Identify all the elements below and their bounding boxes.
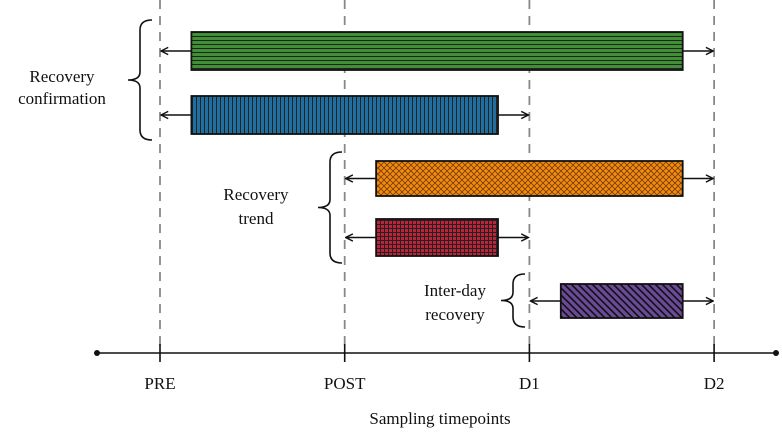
- group-label-line: trend: [239, 209, 274, 228]
- group-label-line: Inter-day: [424, 281, 486, 300]
- axis-end-dot: [773, 350, 779, 356]
- tick-label-pre: PRE: [144, 374, 175, 393]
- axis-start-dot: [94, 350, 100, 356]
- bar-grid: [375, 218, 499, 257]
- x-axis-title: Sampling timepoints: [369, 409, 510, 428]
- tick-label-d2: D2: [704, 374, 725, 393]
- bar-horizontal-lines: [190, 31, 684, 71]
- tick-label-post: POST: [324, 374, 366, 393]
- bar-vertical-lines: [190, 95, 499, 135]
- group-brace: [127, 19, 153, 141]
- bar-diagonal-lines: [559, 283, 684, 319]
- group-label-line: confirmation: [18, 89, 106, 108]
- tick-label-d1: D1: [519, 374, 540, 393]
- group-label-line: recovery: [425, 305, 485, 324]
- group-brace: [317, 151, 343, 264]
- group-label-line: Recovery: [29, 67, 95, 86]
- group-label-line: Recovery: [223, 185, 289, 204]
- bar-crosshatch: [375, 160, 684, 197]
- group-brace: [500, 273, 526, 328]
